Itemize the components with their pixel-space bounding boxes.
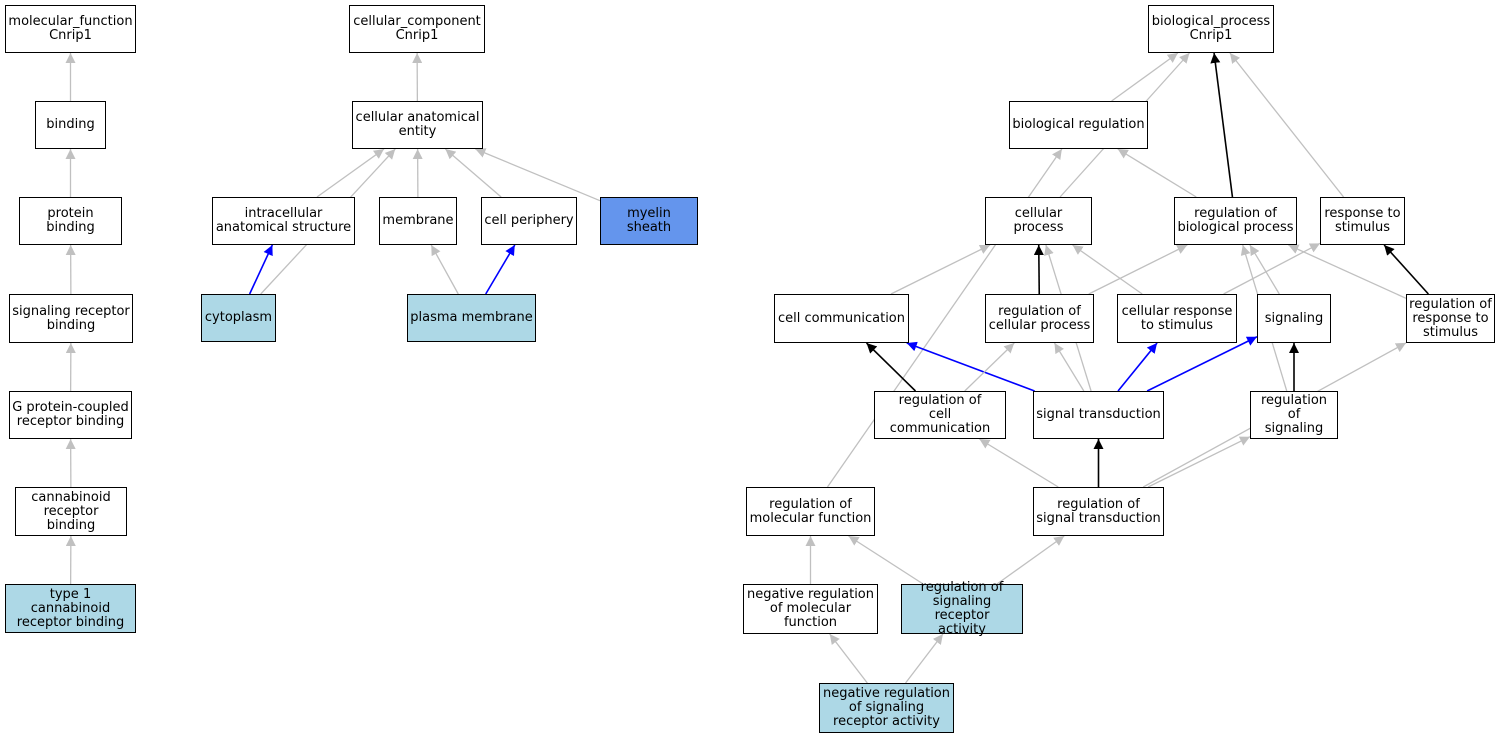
edge-intracellular-anatomical-structure-to-cellular-anatomical-entity — [316, 148, 385, 198]
node-membrane[interactable]: membrane — [379, 197, 457, 245]
edge-cellular-response-to-stimulus-to-cellular-process — [1072, 244, 1143, 295]
node-signaling[interactable]: signaling — [1257, 294, 1331, 343]
edge-plasma-membrane-to-cell-periphery — [485, 244, 516, 295]
node-regulation-of-signaling[interactable]: regulation of signaling — [1250, 391, 1338, 439]
node-regulation-of-cell-communication[interactable]: regulation of cell communication — [874, 391, 1006, 439]
edge-regulation-of-cellular-process-to-cellular-process — [1033, 244, 1044, 295]
node-regulation-of-response-to-stimulus[interactable]: regulation of response to stimulus — [1406, 294, 1495, 343]
node-cellular-process[interactable]: cellular process — [985, 197, 1092, 245]
edge-regulation-of-biological-process-to-biological-regulation — [1117, 148, 1197, 198]
edge-regulation-of-cell-communication-to-regulation-of-cellular-process — [964, 342, 1015, 392]
edge-plasma-membrane-to-membrane — [430, 244, 459, 295]
edge-cellular-response-to-stimulus-to-response-to-stimulus — [1223, 242, 1321, 295]
edge-regulation-of-response-to-stimulus-to-response-to-stimulus — [1383, 244, 1429, 295]
edge-myelin-sheath-to-cellular-anatomical-entity — [475, 148, 601, 202]
edge-signal-transduction-to-signaling — [1146, 336, 1258, 392]
edge-negative-regulation-of-signaling-receptor-activity-to-regulation-of-signaling-receptor-activity — [905, 633, 944, 684]
edge-regulation-of-cell-communication-to-cell-communication — [865, 342, 917, 392]
edge-regulation-of-signal-transduction-to-regulation-of-signaling — [1147, 436, 1251, 488]
node-signal-transduction[interactable]: signal transduction — [1033, 391, 1164, 439]
edge-cell-periphery-to-cellular-anatomical-entity — [444, 148, 502, 198]
edge-biological-regulation-to-bp-root — [1111, 52, 1179, 102]
edge-regulation-of-biological-process-to-bp-root — [1210, 52, 1234, 198]
node-cannabinoid-receptor-binding[interactable]: cannabinoid receptor binding — [15, 487, 127, 536]
edge-regulation-of-signaling-receptor-activity-to-regulation-of-molecular-function — [848, 535, 924, 585]
node-regulation-of-signaling-receptor-activity[interactable]: regulation of signaling receptor activit… — [901, 581, 1023, 637]
node-gpcr-binding[interactable]: G protein-coupled receptor binding — [9, 391, 132, 439]
node-cytoplasm[interactable]: cytoplasm — [201, 294, 276, 342]
edge-response-to-stimulus-to-bp-root — [1229, 52, 1345, 198]
edge-signal-transduction-to-cellular-response-to-stimulus — [1117, 342, 1158, 392]
node-molecular-function-root[interactable]: molecular_function Cnrip1 — [5, 5, 136, 53]
node-protein-binding[interactable]: protein binding — [19, 197, 122, 245]
edge-cytoplasm-to-intracellular-anatomical-structure — [248, 244, 274, 295]
edge-regulation-of-cellular-process-to-regulation-of-biological-process — [1088, 244, 1188, 295]
edge-negative-regulation-of-signaling-receptor-activity-to-negative-regulation-of-molecular-function — [829, 633, 868, 684]
node-cellular-anatomical-entity[interactable]: cellular anatomical entity — [352, 101, 483, 149]
node-signaling-receptor-binding[interactable]: signaling receptor binding — [9, 294, 133, 343]
node-regulation-of-signal-transduction[interactable]: regulation of signal transduction — [1033, 487, 1164, 536]
node-regulation-of-biological-process[interactable]: regulation of biological process — [1174, 197, 1297, 245]
node-cell-periphery[interactable]: cell periphery — [481, 197, 577, 245]
node-cell-communication[interactable]: cell communication — [774, 294, 909, 343]
node-response-to-stimulus[interactable]: response to stimulus — [1320, 197, 1405, 245]
node-plasma-membrane[interactable]: plasma membrane — [407, 294, 536, 342]
node-biological-process-root[interactable]: biological_process Cnrip1 — [1148, 5, 1274, 53]
edge-cell-communication-to-cellular-process — [890, 244, 991, 295]
node-regulation-of-molecular-function[interactable]: regulation of molecular function — [746, 487, 875, 536]
node-biological-regulation[interactable]: biological regulation — [1009, 101, 1148, 149]
edge-signaling-to-regulation-of-biological-process — [1249, 244, 1280, 295]
edge-signal-transduction-to-regulation-of-cellular-process — [1053, 342, 1085, 392]
edge-regulation-of-response-to-stimulus-to-regulation-of-biological-process — [1288, 244, 1407, 299]
node-regulation-of-cellular-process[interactable]: regulation of cellular process — [985, 294, 1094, 343]
edge-regulation-of-signal-transduction-to-regulation-of-cell-communication — [979, 438, 1059, 488]
node-intracellular-anatomical-structure[interactable]: intracellular anatomical structure — [212, 197, 355, 245]
node-cellular-response-to-stimulus[interactable]: cellular response to stimulus — [1117, 294, 1237, 343]
node-binding[interactable]: binding — [35, 101, 106, 149]
node-myelin-sheath[interactable]: myelin sheath — [600, 197, 698, 245]
node-cellular-component-root[interactable]: cellular_component Cnrip1 — [349, 5, 485, 53]
node-negative-regulation-of-molecular-function[interactable]: negative regulation of molecular functio… — [743, 584, 878, 634]
edge-regulation-of-signaling-receptor-activity-to-regulation-of-signal-transduction — [996, 535, 1065, 585]
edge-signal-transduction-to-cell-communication — [906, 341, 1035, 392]
node-negative-regulation-of-signaling-receptor-activity[interactable]: negative regulation of signaling recepto… — [819, 683, 954, 733]
node-type1-cannabinoid-receptor-binding[interactable]: type 1 cannabinoid receptor binding — [5, 584, 136, 633]
